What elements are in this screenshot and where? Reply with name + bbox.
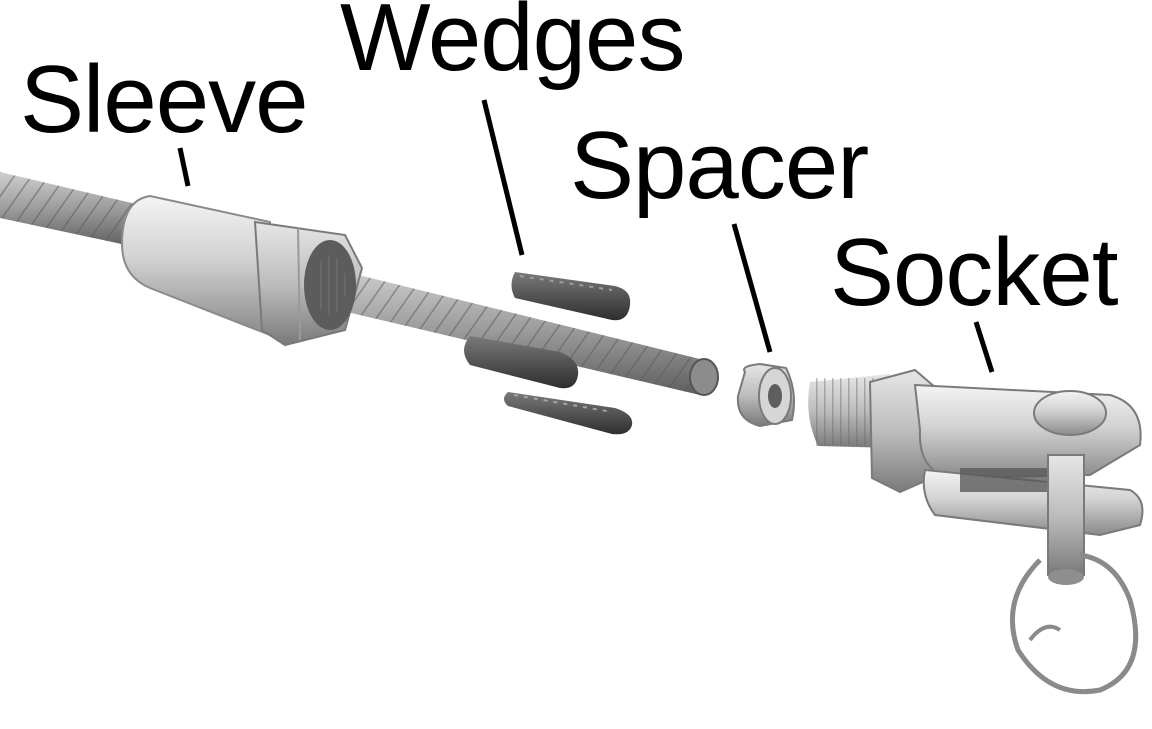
leader-line-sleeve <box>177 147 191 187</box>
wedge-middle <box>464 336 579 389</box>
cable-right <box>330 268 719 396</box>
leader-lines <box>177 99 995 373</box>
socket-part <box>808 368 1144 695</box>
spacer-part <box>736 362 795 428</box>
sleeve-part <box>120 194 364 347</box>
leader-line-wedges <box>481 99 525 256</box>
wedge-bottom <box>504 392 633 435</box>
label-wedges: Wedges <box>340 0 685 91</box>
label-socket: Socket <box>830 219 1118 326</box>
label-spacer: Spacer <box>570 112 869 219</box>
wedge-top <box>511 272 631 321</box>
leader-line-spacer <box>731 223 773 353</box>
leader-line-socket <box>973 321 995 373</box>
label-sleeve: Sleeve <box>20 46 309 153</box>
cable-left <box>0 172 140 248</box>
